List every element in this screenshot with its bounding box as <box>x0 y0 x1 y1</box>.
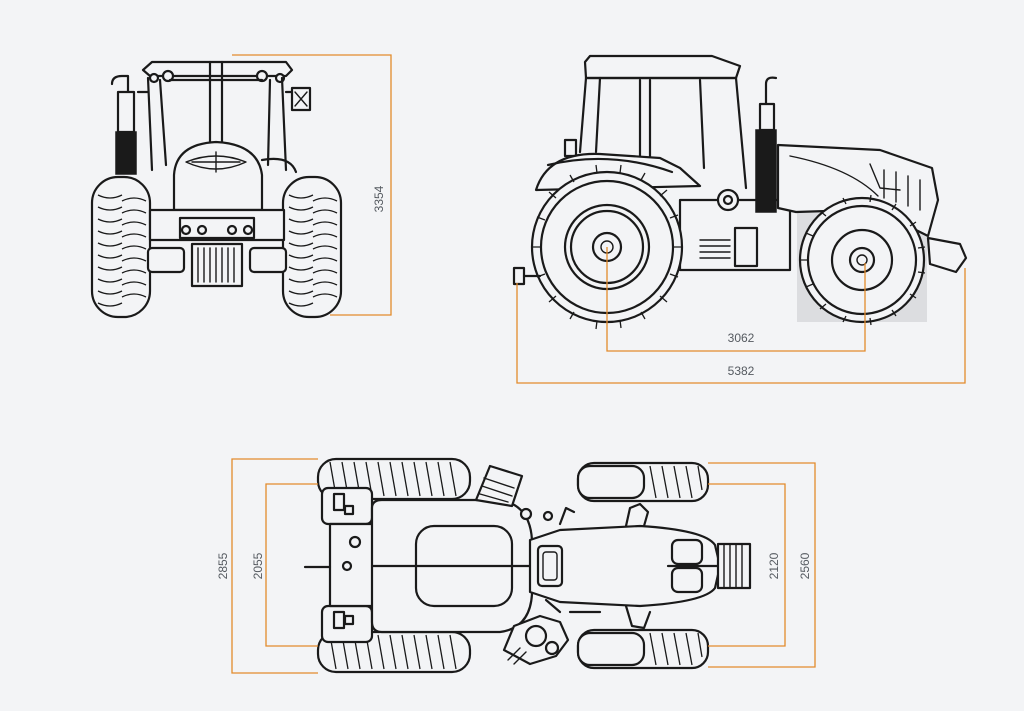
top-view-cab-roof <box>370 498 534 634</box>
top-view-exhaust-and-mechanics <box>502 598 652 666</box>
front-view-right-tire <box>281 175 343 319</box>
top-view-steps <box>474 464 650 528</box>
top-view-hood <box>528 524 752 608</box>
side-view-rear-hitch <box>512 266 542 286</box>
top-view-front-left-tire <box>576 461 710 503</box>
wheelbase-dimension-label: 3062 <box>728 331 755 345</box>
front-view-left-tire <box>90 175 152 319</box>
front-track-dimension: 2120 <box>708 483 786 647</box>
side-view <box>512 54 968 330</box>
rear-width-outer-dimension-label: 2855 <box>216 552 230 579</box>
rear-width-outer-dimension: 2855 <box>216 458 318 674</box>
top-view-rear-fenders <box>303 486 376 644</box>
front-width-outer-dimension-label: 2560 <box>798 552 812 579</box>
front-track-dimension-label: 2120 <box>767 552 781 579</box>
front-view-front-axle <box>146 208 288 288</box>
height-dimension-label: 3354 <box>372 185 386 212</box>
overall-length-dimension-label: 5382 <box>728 364 755 378</box>
side-view-cab <box>563 54 748 190</box>
front-view-hood <box>172 140 298 212</box>
top-view-front-right-tire <box>576 628 710 670</box>
front-view-exhaust-stack <box>110 74 137 175</box>
front-width-outer-dimension: 2560 <box>708 462 816 668</box>
front-view <box>90 60 343 319</box>
front-view-cab <box>136 60 312 172</box>
rear-track-dimension-label: 2055 <box>251 552 265 579</box>
wheelbase-dimension: 3062 <box>606 247 866 352</box>
side-view-front-wheel <box>798 194 926 326</box>
height-dimension: 3354 <box>232 54 392 316</box>
overall-length-dimension: 5382 <box>516 268 966 384</box>
top-view <box>303 457 752 674</box>
side-view-exhaust-stack <box>716 76 778 213</box>
rear-track-dimension: 2055 <box>251 483 318 647</box>
